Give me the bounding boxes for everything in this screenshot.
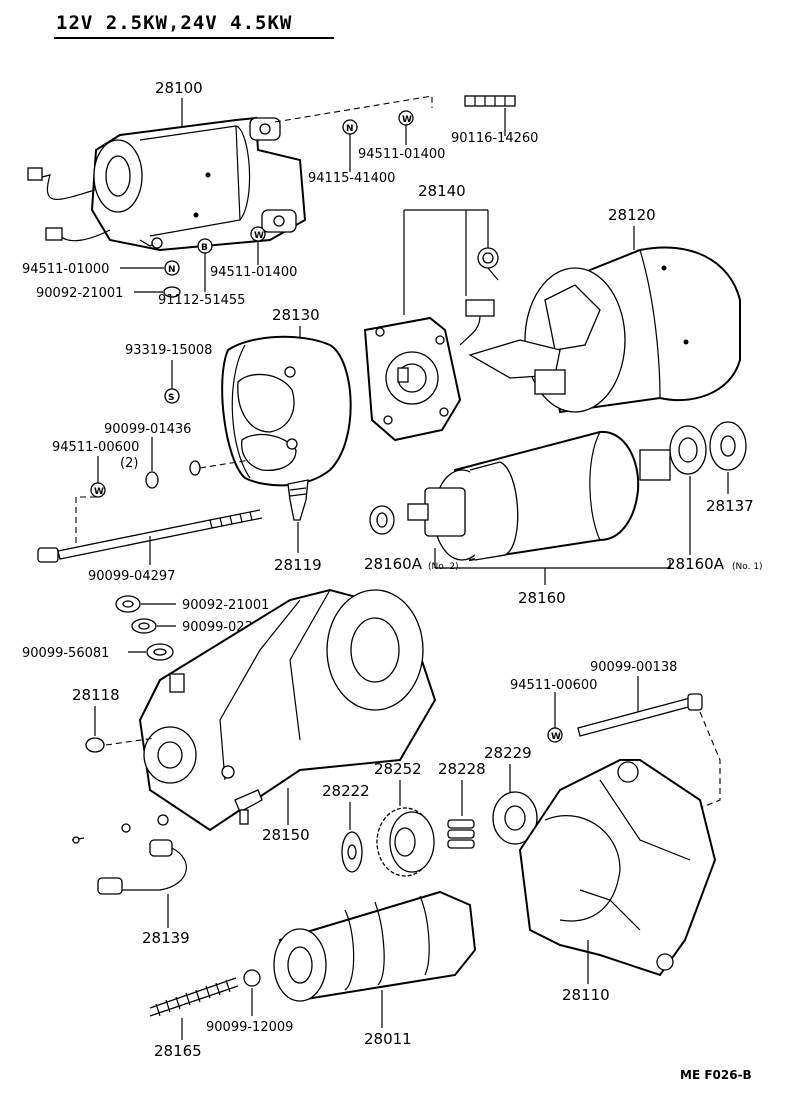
label-28139: 28139: [142, 929, 190, 947]
label-28160A-no1: 28160A: [666, 555, 725, 573]
washer-mark-w-left: W: [90, 482, 106, 498]
washer-90099-01436: [145, 471, 159, 489]
label-28140: 28140: [418, 182, 466, 200]
label-sub-no2: (No. 2): [428, 562, 459, 572]
through-bolt-90099-04297: [37, 509, 263, 563]
label-28228: 28228: [438, 760, 486, 778]
label-28100: 28100: [155, 79, 203, 97]
label-28222: 28222: [322, 782, 370, 800]
label-sub-no1: (No. 1): [732, 562, 763, 572]
retainer-28229: [492, 791, 538, 845]
label-90099-56081: 90099-56081: [22, 646, 109, 661]
gear-28252: [376, 807, 435, 877]
bearing-28137: [709, 421, 747, 471]
magnetic-switch-28100: [27, 116, 307, 252]
figure-code: ME F026-B: [680, 1068, 752, 1082]
brush-holder-28140: [363, 316, 462, 442]
diagram-title: 12V 2.5KW,24V 4.5KW: [56, 12, 292, 34]
brush-spring: [477, 247, 499, 281]
svg-text:W: W: [551, 732, 561, 742]
label-28119: 28119: [274, 556, 322, 574]
label-28130: 28130: [272, 306, 320, 324]
end-frame-28130: [221, 335, 352, 487]
washer-small: [189, 460, 201, 476]
stud-bolt-90116-14260: [464, 95, 516, 107]
washer-mark-w-right: W: [547, 727, 563, 743]
label-90099-01436: 90099-01436: [104, 422, 191, 437]
spring-28165: [149, 977, 239, 1017]
svg-text:W: W: [94, 487, 104, 497]
label-94511-00600-left: 94511-00600: [52, 440, 139, 455]
label-28120: 28120: [608, 206, 656, 224]
label-28165: 28165: [154, 1042, 202, 1060]
bolt-90099-00138: [577, 693, 703, 737]
armature-28160: [407, 430, 671, 562]
clutch-assembly-28011: [273, 890, 477, 1002]
yoke-28120: [468, 246, 741, 414]
washer-90099-02325: [131, 618, 157, 634]
label-90092-21001-mid: 90092-21001: [182, 598, 269, 613]
svg-text:N: N: [168, 265, 176, 275]
washer-mark-w-mid: W: [250, 226, 266, 242]
label-28118: 28118: [72, 686, 120, 704]
bearing-28160A-no2: [369, 505, 395, 535]
label-91112-51455: 91112-51455: [158, 293, 245, 308]
svg-text:S: S: [168, 393, 174, 403]
drive-housing-28150: [138, 588, 437, 832]
label-90116-14260: 90116-14260: [451, 131, 538, 146]
washer-mark-w-top: W: [398, 110, 414, 126]
label-90099-04297: 90099-04297: [88, 569, 175, 584]
label-94511-01400-top: 94511-01400: [358, 147, 445, 162]
nut-90092-21001-mid: [115, 595, 141, 613]
steel-ball-90099-12009: [243, 969, 261, 987]
label-28137: 28137: [706, 497, 754, 515]
label-94115-41400: 94115-41400: [308, 171, 395, 186]
svg-text:W: W: [254, 231, 264, 241]
svg-text:B: B: [201, 243, 208, 253]
label-94511-01400-mid: 94511-01400: [210, 265, 297, 280]
label-qty-2: (2): [120, 456, 138, 471]
label-28229: 28229: [484, 744, 532, 762]
bearing-28160A-no1: [669, 425, 707, 475]
label-28252: 28252: [374, 760, 422, 778]
label-90092-21001-top: 90092-21001: [36, 286, 123, 301]
svg-text:W: W: [402, 115, 412, 125]
washer-90099-56081: [146, 643, 174, 661]
label-28160: 28160: [518, 589, 566, 607]
label-28011: 28011: [364, 1030, 412, 1048]
drive-housing-28110: [518, 759, 717, 977]
bolt-mark-b: B: [197, 238, 213, 254]
label-28160A-no2: 28160A: [364, 555, 423, 573]
label-90099-00138: 90099-00138: [590, 660, 677, 675]
screw-mark-s: S: [164, 388, 180, 404]
rollers-28228: [447, 819, 475, 849]
plug-28118: [85, 737, 105, 753]
brush: [459, 299, 495, 346]
nut-mark-n-left: N: [164, 260, 180, 276]
washer-90092-21001-top: [163, 286, 181, 298]
label-90099-12009: 90099-12009: [206, 1020, 293, 1035]
nut-mark-n-top: N: [342, 119, 358, 135]
washer-28222: [341, 831, 363, 873]
label-93319-15008: 93319-15008: [125, 343, 212, 358]
label-94511-00600-right: 94511-00600: [510, 678, 597, 693]
label-28110: 28110: [562, 986, 610, 1004]
grommet-28119: [287, 479, 309, 521]
svg-text:N: N: [346, 124, 354, 134]
lead-wire-28139: [71, 814, 187, 895]
label-94511-01000: 94511-01000: [22, 262, 109, 277]
label-28150: 28150: [262, 826, 310, 844]
